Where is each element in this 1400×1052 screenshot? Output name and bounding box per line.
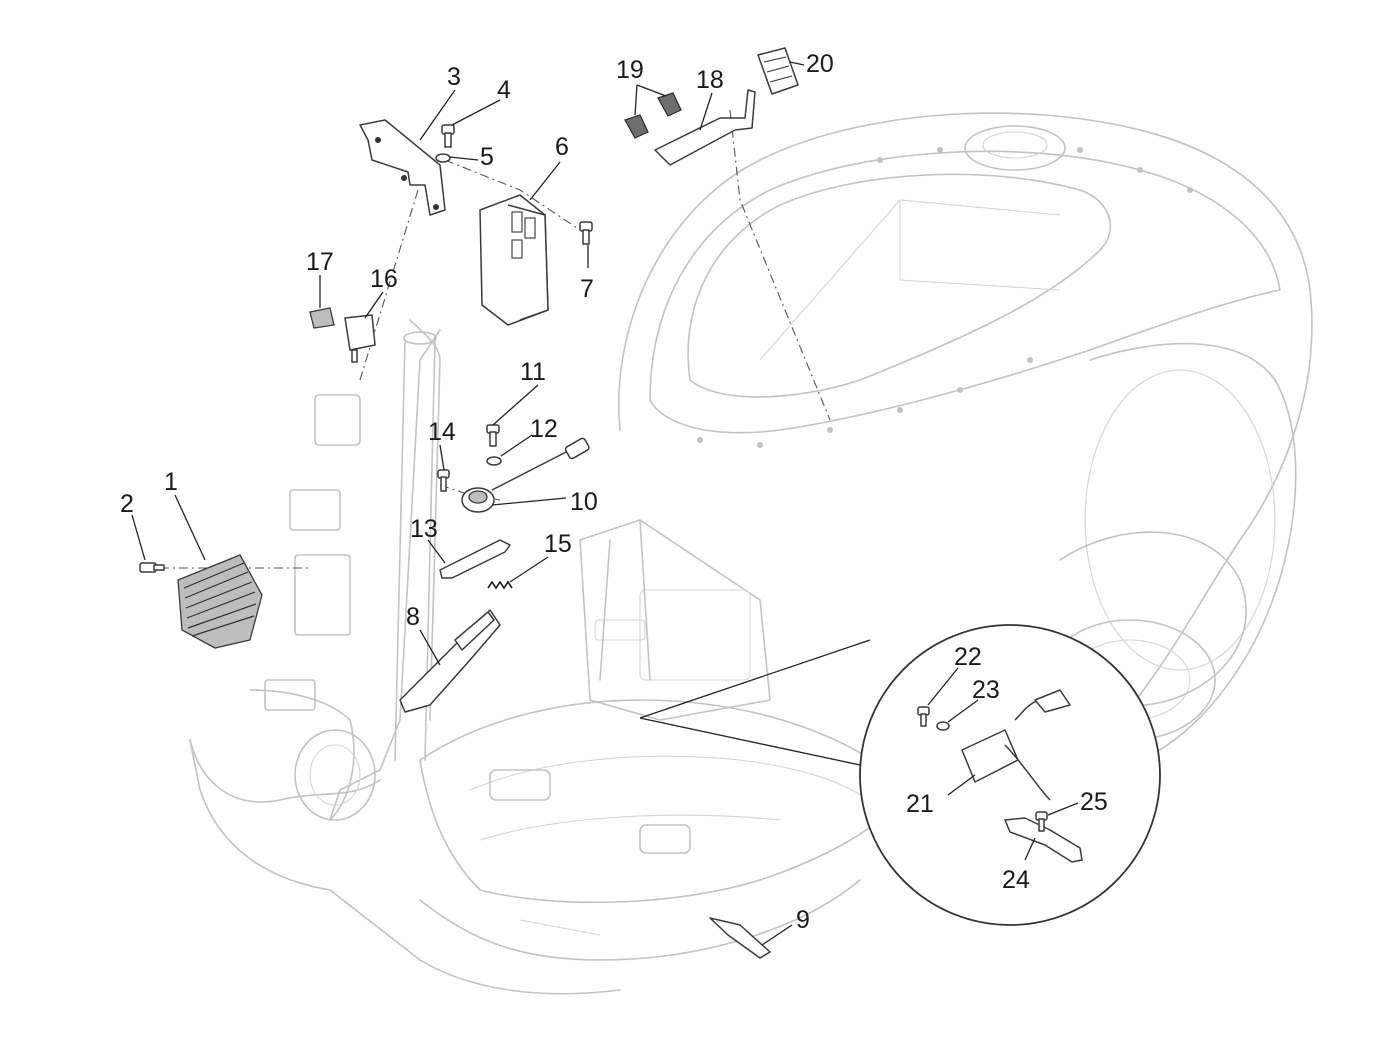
callout-15: 15 — [544, 530, 572, 558]
callout-12: 12 — [530, 415, 558, 443]
callout-23: 23 — [972, 676, 1000, 704]
callout-5: 5 — [480, 143, 494, 171]
screw-part-25 — [1035, 811, 1048, 832]
callout-18: 18 — [696, 66, 724, 94]
screw-part-14 — [437, 469, 450, 492]
callout-21: 21 — [906, 790, 934, 818]
callout-3: 3 — [447, 63, 461, 91]
callout-20: 20 — [806, 50, 834, 78]
cover-part-9 — [709, 917, 771, 959]
callout-9: 9 — [796, 906, 810, 934]
callout-8: 8 — [406, 603, 420, 631]
screw-part-22 — [917, 706, 930, 727]
callout-13: 13 — [410, 515, 438, 543]
callout-labels: 1 2 3 4 5 6 7 8 9 10 11 12 13 14 15 16 1… — [120, 50, 1108, 934]
washer-part-23 — [936, 721, 950, 731]
callout-22: 22 — [954, 643, 982, 671]
scooter-frame-outline — [189, 112, 1313, 995]
voltage-regulator-part — [177, 554, 263, 649]
screw-part-2 — [139, 562, 165, 573]
callout-11: 11 — [520, 358, 546, 386]
screw-part-4 — [441, 124, 455, 148]
detail-callout-circle — [639, 624, 1161, 926]
ignition-coil-part — [961, 689, 1071, 801]
callout-6: 6 — [555, 133, 569, 161]
callout-14: 14 — [428, 418, 456, 446]
spring-part-15 — [487, 580, 513, 590]
bracket-part-13 — [439, 539, 511, 579]
block-part-17 — [309, 307, 335, 329]
connector-part-20 — [757, 47, 799, 95]
bracket-part-18 — [654, 89, 756, 166]
washer-part-12 — [486, 456, 502, 466]
callout-1: 1 — [164, 468, 178, 496]
callout-4: 4 — [497, 76, 511, 104]
clip-part-19 — [624, 92, 682, 139]
callout-16: 16 — [370, 265, 398, 293]
screw-part-7 — [579, 221, 593, 245]
control-unit-part — [479, 194, 549, 326]
bracket-part-3 — [359, 119, 446, 216]
callout-leaders — [131, 61, 1079, 946]
screw-part-11 — [486, 424, 500, 447]
relay-part-16 — [344, 314, 376, 363]
callout-24: 24 — [1002, 866, 1030, 894]
callout-10: 10 — [570, 488, 598, 516]
washer-part-5 — [435, 153, 451, 163]
bracket-part-24 — [1004, 817, 1083, 863]
sensor-part-10 — [461, 437, 590, 513]
callout-7: 7 — [580, 275, 594, 303]
callout-25: 25 — [1080, 788, 1108, 816]
callout-2: 2 — [120, 490, 134, 518]
callout-17: 17 — [306, 248, 334, 276]
callout-19: 19 — [616, 56, 644, 84]
